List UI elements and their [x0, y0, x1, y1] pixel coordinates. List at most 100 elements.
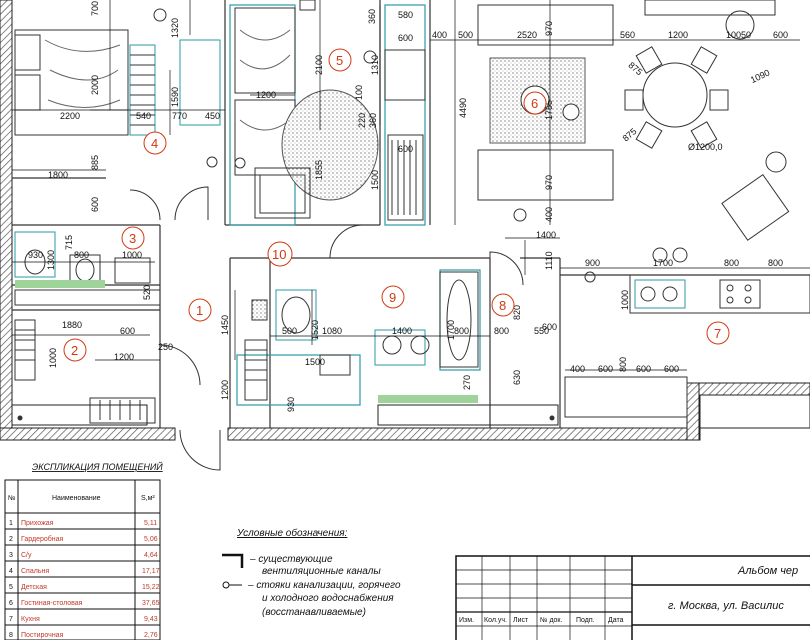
dim-1450: 1450: [220, 315, 230, 335]
dim-800-c: 800: [768, 258, 783, 268]
bathroom-fixtures: [244, 271, 479, 401]
dim-1500: 1500: [370, 170, 380, 190]
dim-600-i: 600: [664, 364, 679, 374]
svg-text:7: 7: [9, 616, 13, 623]
dim-1200-c: 1200: [114, 352, 134, 362]
dim-1400: 1400: [536, 230, 556, 240]
dim-500: 500: [458, 30, 473, 40]
dim-580: 580: [398, 10, 413, 20]
dim-800-b: 800: [724, 258, 739, 268]
room-marker-2: 2: [63, 338, 87, 362]
svg-text:8: 8: [9, 632, 13, 639]
dim-1080: 1080: [322, 326, 342, 336]
dim-600-g: 600: [598, 364, 613, 374]
svg-text:1: 1: [196, 303, 203, 318]
dim-270: 270: [462, 375, 472, 390]
dim-885: 885: [90, 155, 100, 170]
room-marker-3: 3: [121, 226, 145, 250]
legend-riser-line1: – стояки канализации, горячего: [247, 580, 401, 591]
dim-600-h: 600: [636, 364, 651, 374]
svg-text:2: 2: [9, 536, 13, 543]
explication-title: ЭКСПЛИКАЦИЯ ПОМЕЩЕНИЙ: [32, 461, 163, 472]
kitchen-furniture: [564, 247, 810, 418]
riser-icon: [222, 581, 230, 589]
dim-4490: 4490: [458, 98, 468, 118]
dim-800-e: 800: [494, 326, 509, 336]
svg-text:6: 6: [9, 600, 13, 607]
stamp-col-doc: № док.: [540, 617, 562, 624]
svg-text:2,76: 2,76: [144, 632, 158, 639]
dim-500-b: 500: [282, 326, 297, 336]
dim-1400-b: 1400: [392, 326, 412, 336]
bedroom-furniture: [14, 8, 221, 168]
dim-630: 630: [512, 370, 522, 385]
dim-1310: 1310: [370, 55, 380, 75]
dim-700: 700: [90, 1, 100, 16]
floor-finish-strips: [15, 280, 478, 403]
dim-2200: 2200: [60, 111, 80, 121]
table-row: 3 С/у 4,64: [5, 552, 160, 562]
dim-400: 400: [432, 30, 447, 40]
table-row: 5 Детская 15,22: [5, 584, 160, 594]
dim-1880: 1880: [62, 320, 82, 330]
title-block: Изм. Кол.уч. Лист № док. Подп. Дата Альб…: [455, 555, 810, 640]
svg-text:4: 4: [151, 136, 158, 151]
dim-930: 930: [28, 250, 43, 260]
legend-riser-line2: и холодного водоснабжения: [262, 592, 394, 604]
dim-100: 100: [354, 85, 364, 100]
dim-1590: 1590: [170, 87, 180, 107]
svg-text:4: 4: [9, 568, 13, 575]
dim-1755: 1755: [544, 100, 554, 120]
dim-1300: 1300: [46, 250, 56, 270]
dim-600-b: 600: [398, 33, 413, 43]
interior-walls: [12, 0, 810, 428]
toilet-fixtures: [11, 231, 810, 429]
stamp-col-podp: Подп.: [576, 617, 595, 624]
table-row: 2 Гардеробная 5,06: [5, 535, 160, 546]
svg-text:1: 1: [9, 520, 13, 527]
dim-1000-c: 1000: [48, 348, 58, 368]
dim-1500-b: 1500: [305, 357, 325, 367]
dim-360: 360: [367, 9, 377, 24]
dim-820: 820: [512, 305, 522, 320]
svg-text:Постирочная: Постирочная: [21, 632, 64, 639]
dim-400-c: 400: [570, 364, 585, 374]
legend-title: Условные обозначения:: [236, 527, 348, 539]
table-row: 7 Кухня 9,43: [5, 616, 160, 626]
room-marker-8: 8: [491, 293, 515, 317]
dim-875-b: 875: [621, 126, 639, 143]
stamp-album: Альбом чер: [737, 565, 798, 577]
dim-600: 600: [773, 30, 788, 40]
dim-600-e: 600: [542, 322, 557, 332]
table-row: 6 Гостиная-столовая 37,65: [5, 600, 160, 610]
dim-diameter: Ø1200,0: [688, 142, 723, 152]
room-markers: 1 2 3 4 5 6 7 8 9 10: [63, 48, 730, 362]
dim-600-c: 600: [398, 144, 413, 154]
dim-970: 970: [544, 21, 554, 36]
wardrobe: [384, 49, 426, 221]
explication-col-no: №: [8, 495, 16, 502]
dim-1700-b: 1700: [446, 320, 456, 340]
svg-text:8: 8: [499, 298, 506, 313]
svg-text:Детская: Детская: [21, 584, 47, 591]
svg-text:7: 7: [714, 326, 721, 341]
svg-text:Кухня: Кухня: [21, 616, 40, 623]
svg-text:5,11: 5,11: [144, 520, 157, 527]
dim-1800: 1800: [48, 170, 68, 180]
table-row: 1 Прихожая 5,11: [5, 520, 160, 530]
svg-text:37,65: 37,65: [142, 600, 160, 607]
svg-text:3: 3: [129, 231, 136, 246]
dim-540: 540: [136, 111, 151, 121]
stamp-col-list: Лист: [513, 617, 529, 624]
dim-1200-d: 1200: [220, 380, 230, 400]
svg-text:9,43: 9,43: [144, 616, 158, 623]
dim-1000-b: 1000: [620, 290, 630, 310]
dim-1110: 1110: [544, 251, 554, 270]
dim-250: 250: [158, 342, 173, 352]
dim-1200: 1200: [668, 30, 688, 40]
dim-550: 550: [534, 326, 549, 336]
stamp-col-kolych: Кол.уч.: [484, 617, 507, 624]
legend: Условные обозначения: – существующие вен…: [222, 527, 401, 618]
svg-text:3: 3: [9, 552, 13, 559]
